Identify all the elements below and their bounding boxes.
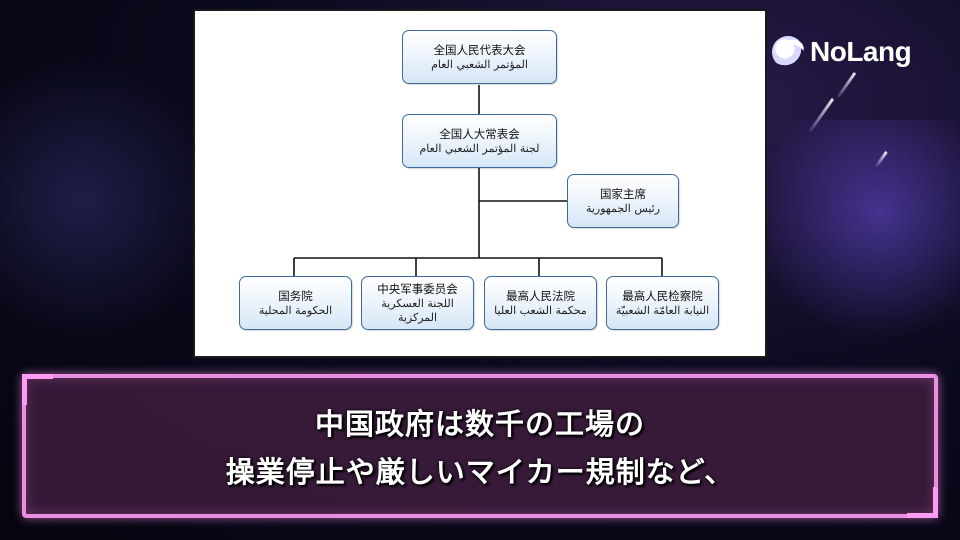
node-state-council: 国务院 الحكومة المحلية: [239, 276, 352, 330]
node-branch-zh: 最高人民法院: [506, 288, 575, 303]
subtitle-caption-box: 中国政府は数千の工場の 操業停止や厳しいマイカー規制など、: [22, 374, 938, 518]
node-standing-zh: 全国人大常表会: [439, 126, 520, 141]
node-npc-zh: 全国人民代表大会: [433, 42, 526, 57]
brand-name: NoLang: [810, 36, 912, 67]
node-branch-ar-2: المركزية: [397, 310, 438, 324]
node-standing-committee: 全国人大常表会 لجنة المؤتمر الشعبي العام: [402, 114, 557, 168]
node-npc-ar: المؤتمر الشعبي العام: [431, 57, 528, 71]
node-branch-ar: النيابة العامّة الشعبيّة: [615, 303, 710, 317]
node-branch-zh: 最高人民检察院: [622, 288, 703, 303]
node-branch-zh: 国务院: [278, 288, 313, 303]
org-chart-connectors: [293, 85, 663, 276]
org-chart-slide: 全国人民代表大会 المؤتمر الشعبي العام 全国人大常表会 لج…: [193, 9, 767, 358]
node-branch-ar: اللجنة العسكرية: [381, 296, 454, 310]
background-glow-left: [0, 40, 200, 360]
caption-corner: [22, 374, 53, 405]
caption-line-2: 操業停止や厳しいマイカー規制など、: [225, 455, 735, 489]
node-branch-ar: الحكومة المحلية: [258, 303, 333, 317]
light-streak: [836, 71, 857, 99]
node-supreme-procuratorate: 最高人民检察院 النيابة العامّة الشعبيّة: [606, 276, 719, 330]
node-military-commission: 中央军事委员会 اللجنة العسكرية المركزية: [361, 276, 474, 330]
nolang-logo-icon: [772, 36, 804, 68]
node-supreme-court: 最高人民法院 محكمة الشعب العليا: [484, 276, 597, 330]
node-president: 国家主席 رئيس الجمهورية: [567, 174, 679, 228]
brand-logo: NoLang: [772, 36, 912, 68]
node-president-ar: رئيس الجمهورية: [585, 201, 661, 215]
caption-line-1: 中国政府は数千の工場の: [314, 407, 645, 441]
node-branch-ar: محكمة الشعب العليا: [494, 303, 587, 317]
node-standing-ar: لجنة المؤتمر الشعبي العام: [419, 141, 540, 155]
node-npc: 全国人民代表大会 المؤتمر الشعبي العام: [402, 30, 557, 84]
node-president-zh: 国家主席: [600, 186, 646, 201]
caption-corner: [907, 487, 938, 518]
node-branch-zh: 中央军事委员会: [377, 281, 458, 296]
background-glow: [760, 120, 960, 350]
